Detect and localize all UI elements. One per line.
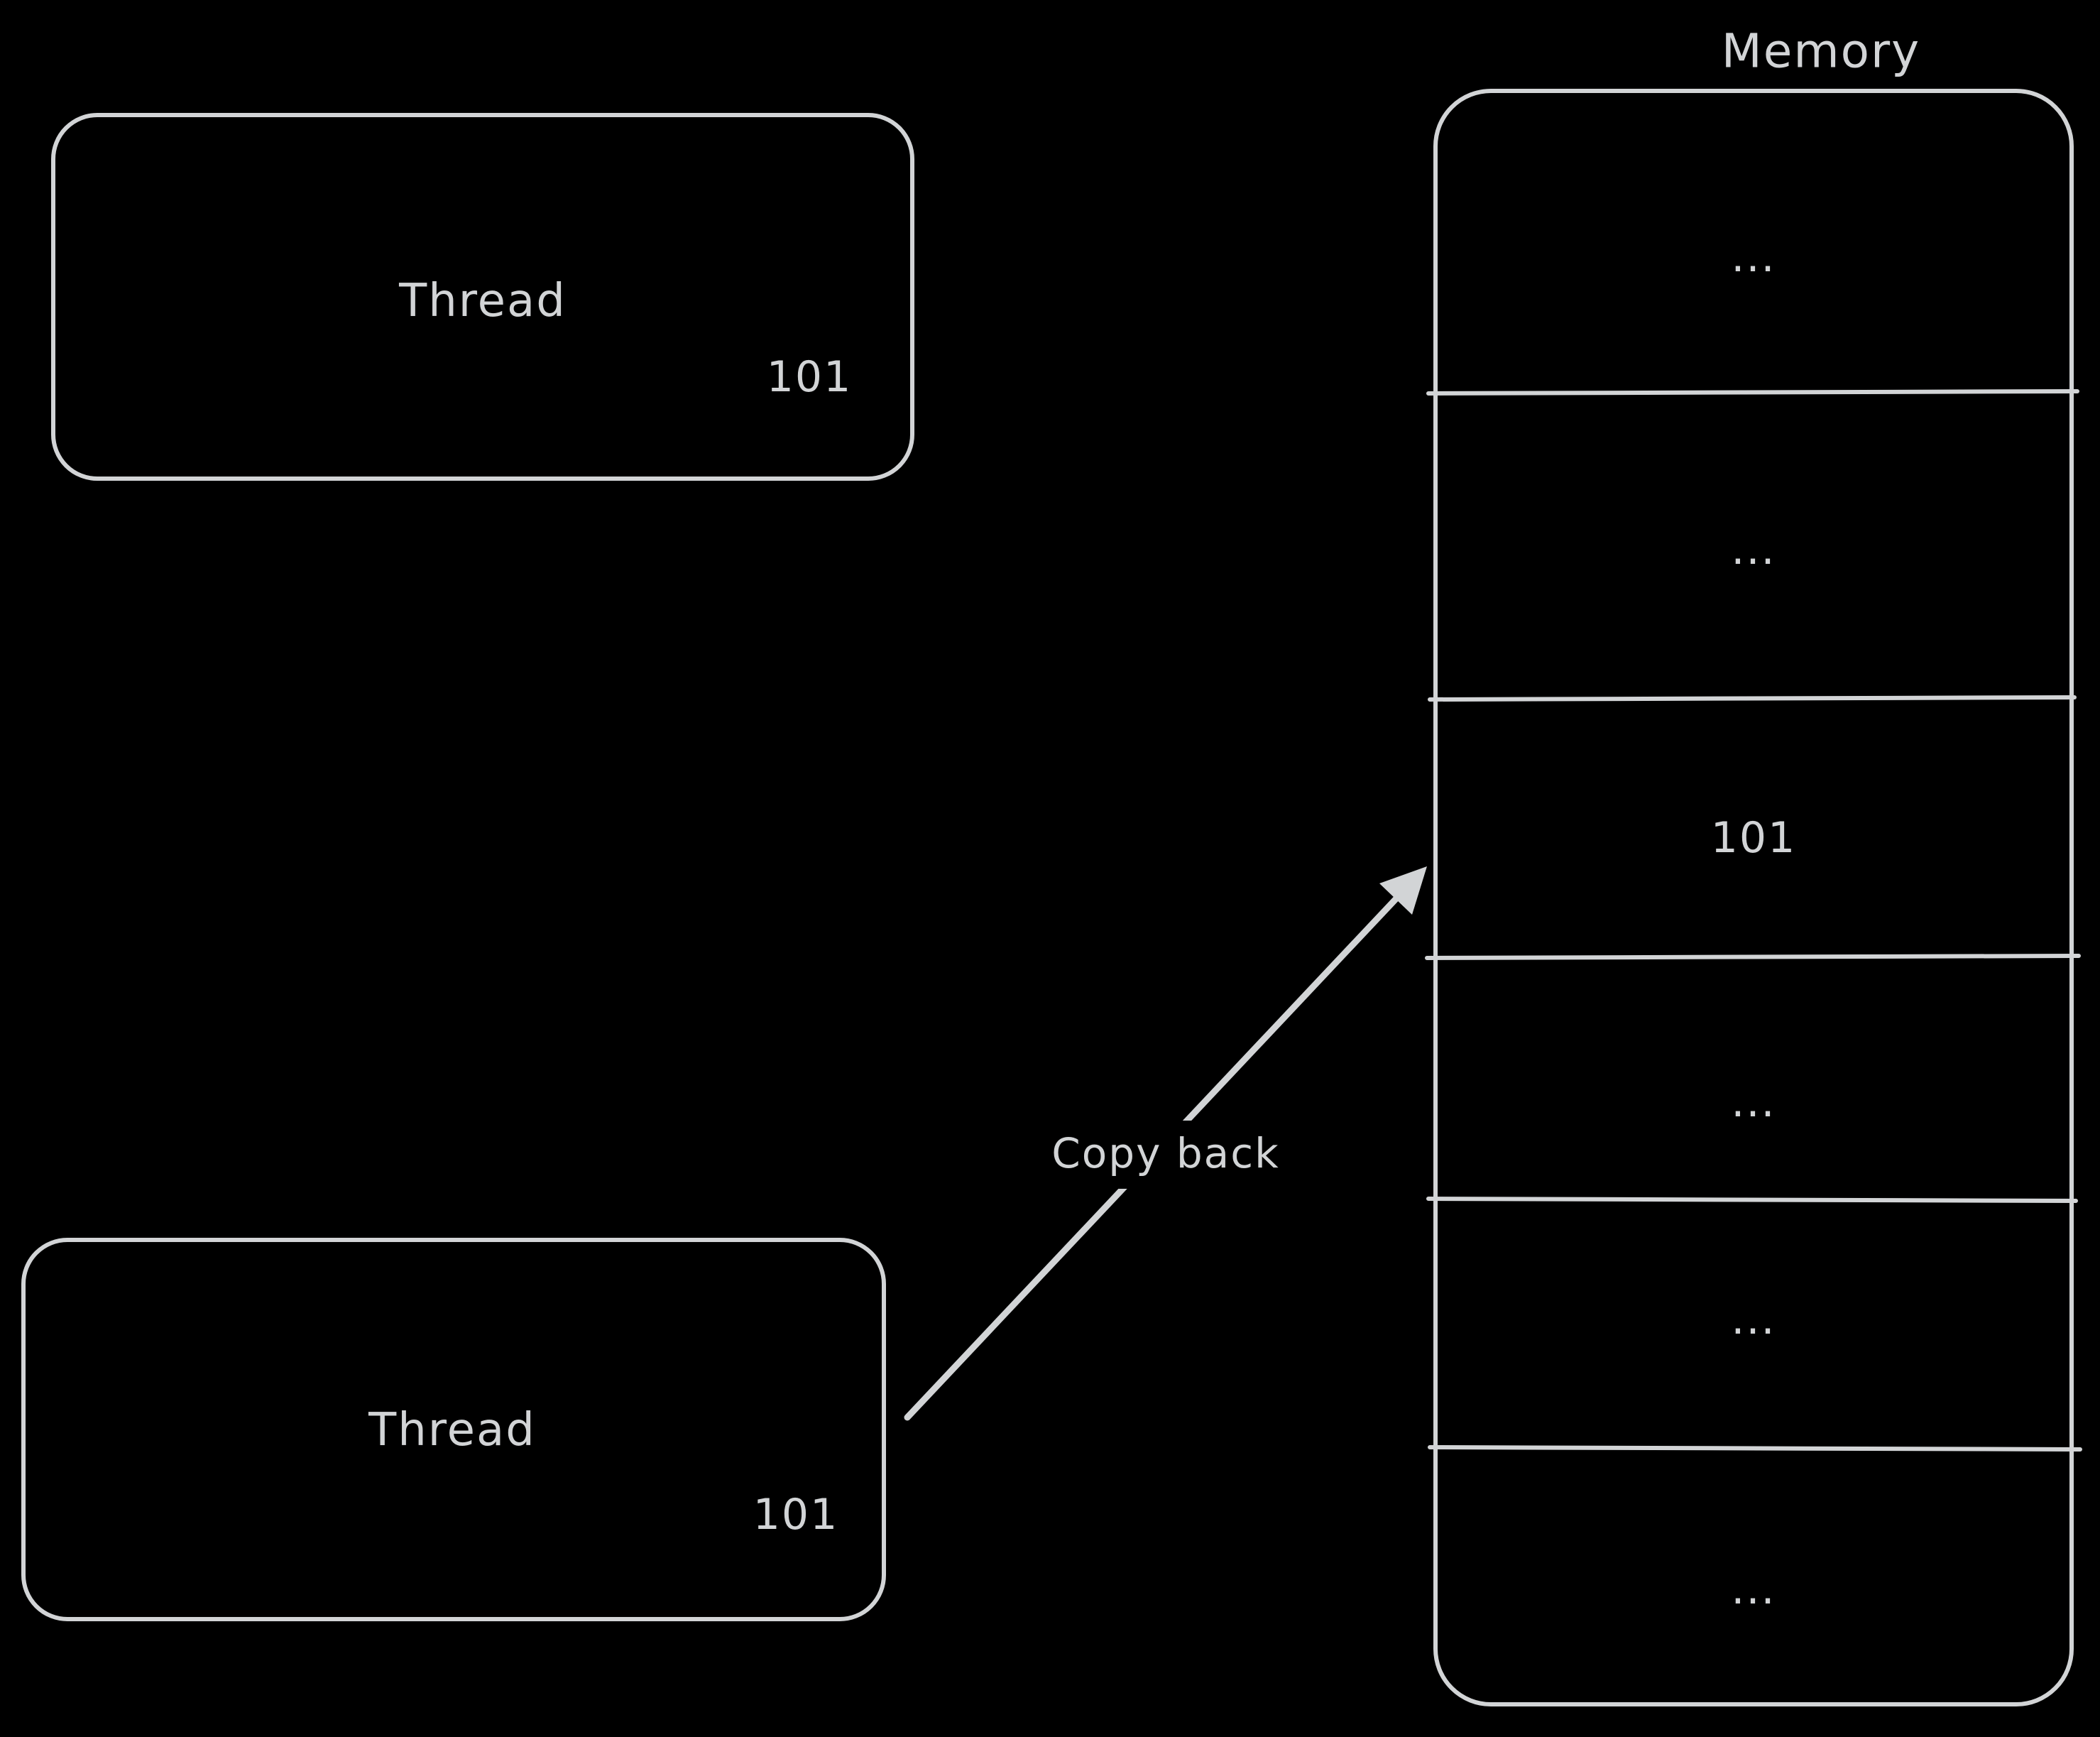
memory-cell-value-5: ... [1731,1295,1776,1344]
thread-bottom-label: Thread [368,1404,536,1456]
text-layer: Thread 101 Thread 101 Memory ... ... 101… [368,24,1920,1615]
memory-cell-value-2: ... [1731,525,1776,575]
memory-row-divider-3 [1425,954,2081,960]
copy-back-arrowhead-icon [1379,866,1427,915]
thread-bottom-value: 101 [753,1490,839,1540]
memory-row-divider-1 [1426,389,2079,396]
memory-row-divider-4 [1426,1197,2078,1203]
memory-row-divider-2 [1428,695,2077,702]
memory-cell-value-1: ... [1731,232,1776,282]
copy-back-label-background [1047,1121,1289,1189]
memory-cell-value-3: 101 [1711,813,1797,863]
thread-top-value: 101 [767,352,853,402]
copy-back-label: Copy back [1051,1129,1279,1177]
memory-cell-value-6: ... [1731,1564,1776,1614]
thread-box-top [51,113,914,481]
memory-row-divider-5 [1428,1445,2082,1452]
memory-cell-value-4: ... [1731,1077,1776,1127]
thread-top-label: Thread [398,275,567,327]
memory-title: Memory [1722,24,1920,79]
memory-box [1433,89,2074,1706]
shape-layer [21,89,2082,1706]
thread-box-bottom [21,1238,886,1621]
